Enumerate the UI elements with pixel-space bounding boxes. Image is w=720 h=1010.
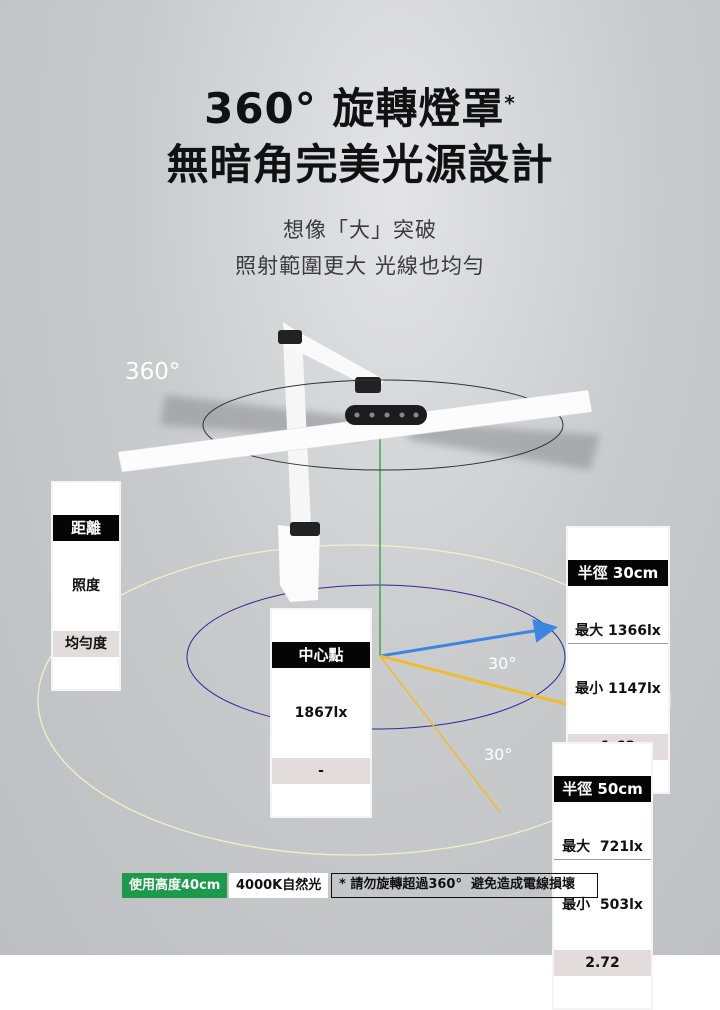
title-line1: 360° 旋轉燈罩* — [0, 84, 720, 134]
subtitle-line1: 想像「大」突破 — [283, 218, 437, 242]
light-bar — [117, 389, 593, 473]
legend-distance: 距離 — [53, 515, 119, 541]
radius50-title: 半徑 50cm — [554, 776, 651, 802]
angle-lower: 30° — [484, 745, 513, 764]
legend-uniformity: 均勻度 — [53, 631, 119, 657]
radius50-max: 最大 721lx — [554, 834, 651, 860]
subtitle-line2: 照射範圍更大 光線也均勻 — [235, 254, 485, 278]
usage-height-badge: 使用高度40cm — [122, 873, 228, 898]
center-uniformity: - — [272, 758, 370, 784]
rotation-orbit — [202, 379, 564, 471]
radius50-uniformity: 2.72 — [554, 950, 651, 976]
radius50-min: 最小 503lx — [562, 897, 643, 913]
legend-illuminance: 照度 — [72, 578, 100, 594]
lamp-clamp-base — [278, 525, 320, 602]
center-point-box: 中心點 1867lx - — [270, 608, 372, 818]
inner-ellipse-30cm — [186, 584, 566, 730]
title-asterisk: * — [504, 91, 516, 115]
lamp-joint-upper — [278, 330, 302, 344]
lamp-illustration — [37, 322, 671, 856]
legend-box: 距離 照度 均勻度 — [51, 481, 121, 691]
touch-buttons — [354, 412, 419, 418]
color-temp-badge: 4000K自然光 — [229, 873, 329, 898]
title-line2: 無暗角完美光源設計 — [166, 140, 554, 189]
rotation-warning: * 請勿旋轉超過360° 避免造成電線損壞 — [331, 873, 598, 898]
radius30-title: 半徑 30cm — [568, 560, 668, 586]
radius30-min: 最小 1147lx — [575, 681, 661, 697]
center-title: 中心點 — [272, 642, 370, 668]
blurred-bar-right — [400, 420, 600, 470]
lamp-top-arm — [283, 322, 385, 390]
center-lux: 1867lx — [294, 705, 348, 721]
blue-arrow — [379, 619, 558, 658]
lamp-joint-lower — [290, 522, 320, 536]
radius30-max: 最大 1366lx — [568, 618, 668, 644]
rotation-label: 360° — [125, 359, 181, 385]
lamp-joint-head — [355, 377, 381, 393]
yellow-angle-line — [379, 655, 501, 813]
outer-ellipse-50cm — [37, 544, 671, 856]
angle-upper: 30° — [488, 654, 517, 673]
title-line1-text: 360° 旋轉燈罩 — [204, 84, 505, 133]
